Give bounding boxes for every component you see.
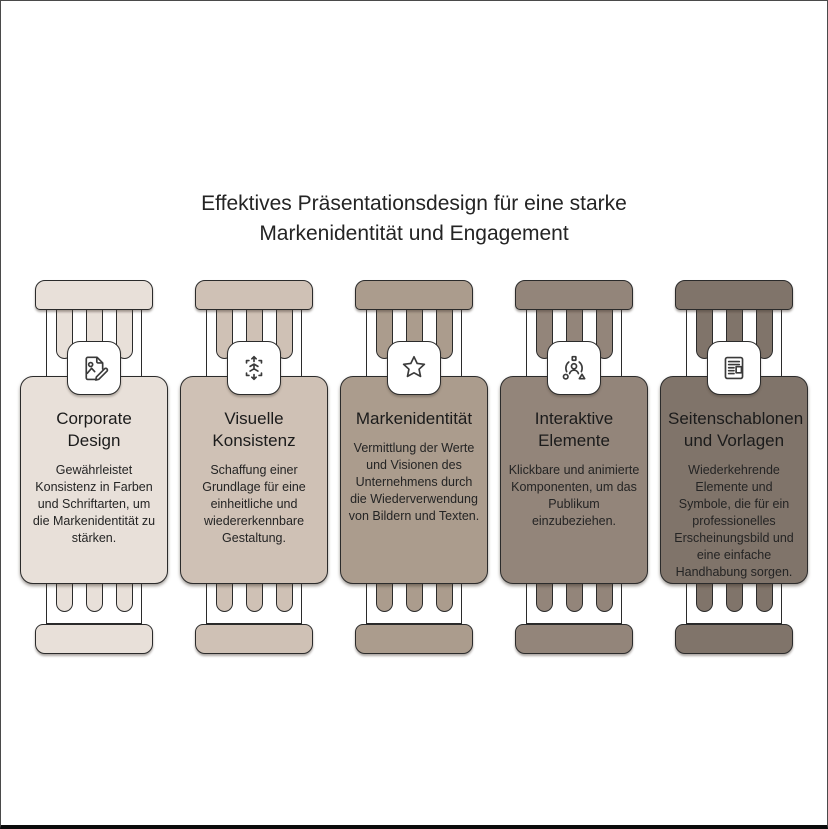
image-edit-icon [78,352,110,384]
pillar-flute [275,583,293,613]
pillar-title: Interaktive Elemente [534,409,614,450]
pillar-flute [535,583,553,613]
user-shapes-icon [558,352,590,384]
pillar-shaft-bottom [46,583,142,625]
pillar-title: Corporate Design [56,409,132,450]
pillar-flute [755,309,773,360]
pillar: Corporate Design Gewährleistet Konsisten… [14,280,174,656]
pillar-shaft-bottom [206,583,302,625]
page-title: Effektives Präsentationsdesign für eine … [201,192,627,246]
pillar-flute [435,309,453,360]
pillar-flute [595,583,613,613]
pillar-base [675,624,793,655]
pillar-base [355,624,473,655]
pillar: Interaktive Elemente Klickbare und animi… [494,280,654,656]
pillar: Visuelle Konsistenz Schaffung einer Grun… [174,280,334,656]
pillar-icon-box [547,341,601,396]
pillar-icon-box [227,341,281,396]
pillar: Markenidentität Vermittlung der Werte un… [334,280,494,656]
star-icon [398,352,430,384]
pillar-card: Seitenschablonen und Vorlagen Wiederkehr… [660,376,808,585]
pillar-icon-box [707,341,761,396]
pillar-base [195,624,313,655]
pillar-shaft-bottom [526,583,622,625]
pillar-card: Interaktive Elemente Klickbare und animi… [500,376,648,585]
pillar-card: Markenidentität Vermittlung der Werte un… [340,376,488,585]
pillar-capital [515,280,633,311]
pillar-description: Wiederkehrende Elemente und Symbole, die… [674,462,794,579]
pillar-description: Schaffung einer Grundlage für eine einhe… [202,462,306,545]
pillar-title: Seitenschablonen und Vorlagen [668,409,804,450]
pillar-description: Klickbare und animierte Komponenten, um … [508,462,640,528]
pillar-shaft-bottom [366,583,462,625]
pillar-base [515,624,633,655]
pillar-card: Corporate Design Gewährleistet Konsisten… [20,376,168,585]
pillar-title: Visuelle Konsistenz [212,409,296,450]
pillar-capital [35,280,153,311]
pillars-row: Corporate Design Gewährleistet Konsisten… [1,280,827,656]
pillar-flute [55,583,73,613]
pillar-flute [115,583,133,613]
pillar-card: Visuelle Konsistenz Schaffung einer Grun… [180,376,328,585]
pillar-flute [755,583,773,613]
pillar-flute [565,583,583,613]
pillar-capital [355,280,473,311]
cube-expand-icon [238,352,270,384]
pillar-icon-box [387,341,441,396]
pillar-capital [675,280,793,311]
pillar-base [35,624,153,655]
pillar-flute [85,583,103,613]
pillar-flute [695,583,713,613]
pillar-flute [435,583,453,613]
pillar-flute [115,309,133,360]
pillar-flute [275,309,293,360]
pillar-flute [595,309,613,360]
pillar-flute [725,583,743,613]
page-template-icon [718,352,750,384]
pillar-description: Gewährleistet Konsistenz in Farben und S… [32,462,156,545]
pillar-flute [245,583,263,613]
pillar-capital [195,280,313,311]
pillar-description: Vermittlung der Werte und Visionen des U… [348,440,480,523]
pillar-flute [405,583,423,613]
pillar-shaft-top [46,309,142,379]
pillar-title: Markenidentität [355,409,473,429]
pillar-flute [375,583,393,613]
pillar-icon-box [67,341,121,396]
pillar-shaft-bottom [686,583,782,625]
pillar-flute [215,583,233,613]
pillar: Seitenschablonen und Vorlagen Wiederkehr… [654,280,814,656]
